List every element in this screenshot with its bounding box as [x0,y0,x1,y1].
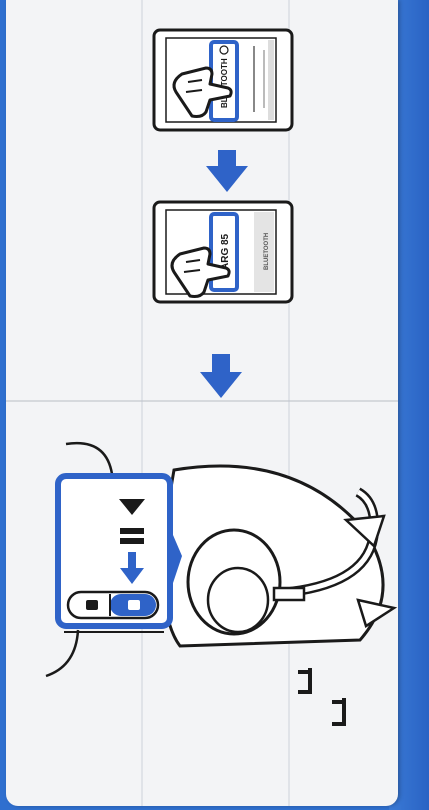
music-notes-icon [298,668,344,724]
phone-step2: BLUETOOTH ARG 85 [154,202,292,302]
instruction-sheet: BLUETOOTH BLUETOOTH ARG 85 [6,0,398,806]
phone-step1: BLUETOOTH [154,30,292,130]
button-callout [58,476,182,632]
headphone-control-buttons [68,592,158,618]
bluetooth-header-label: BLUETOOTH [264,233,270,270]
bluetooth-button-label: BLUETOOTH [220,58,229,108]
down-arrow-icon [206,150,248,192]
device-name-label: ARG 85 [220,233,231,270]
down-arrow-icon [200,354,242,398]
